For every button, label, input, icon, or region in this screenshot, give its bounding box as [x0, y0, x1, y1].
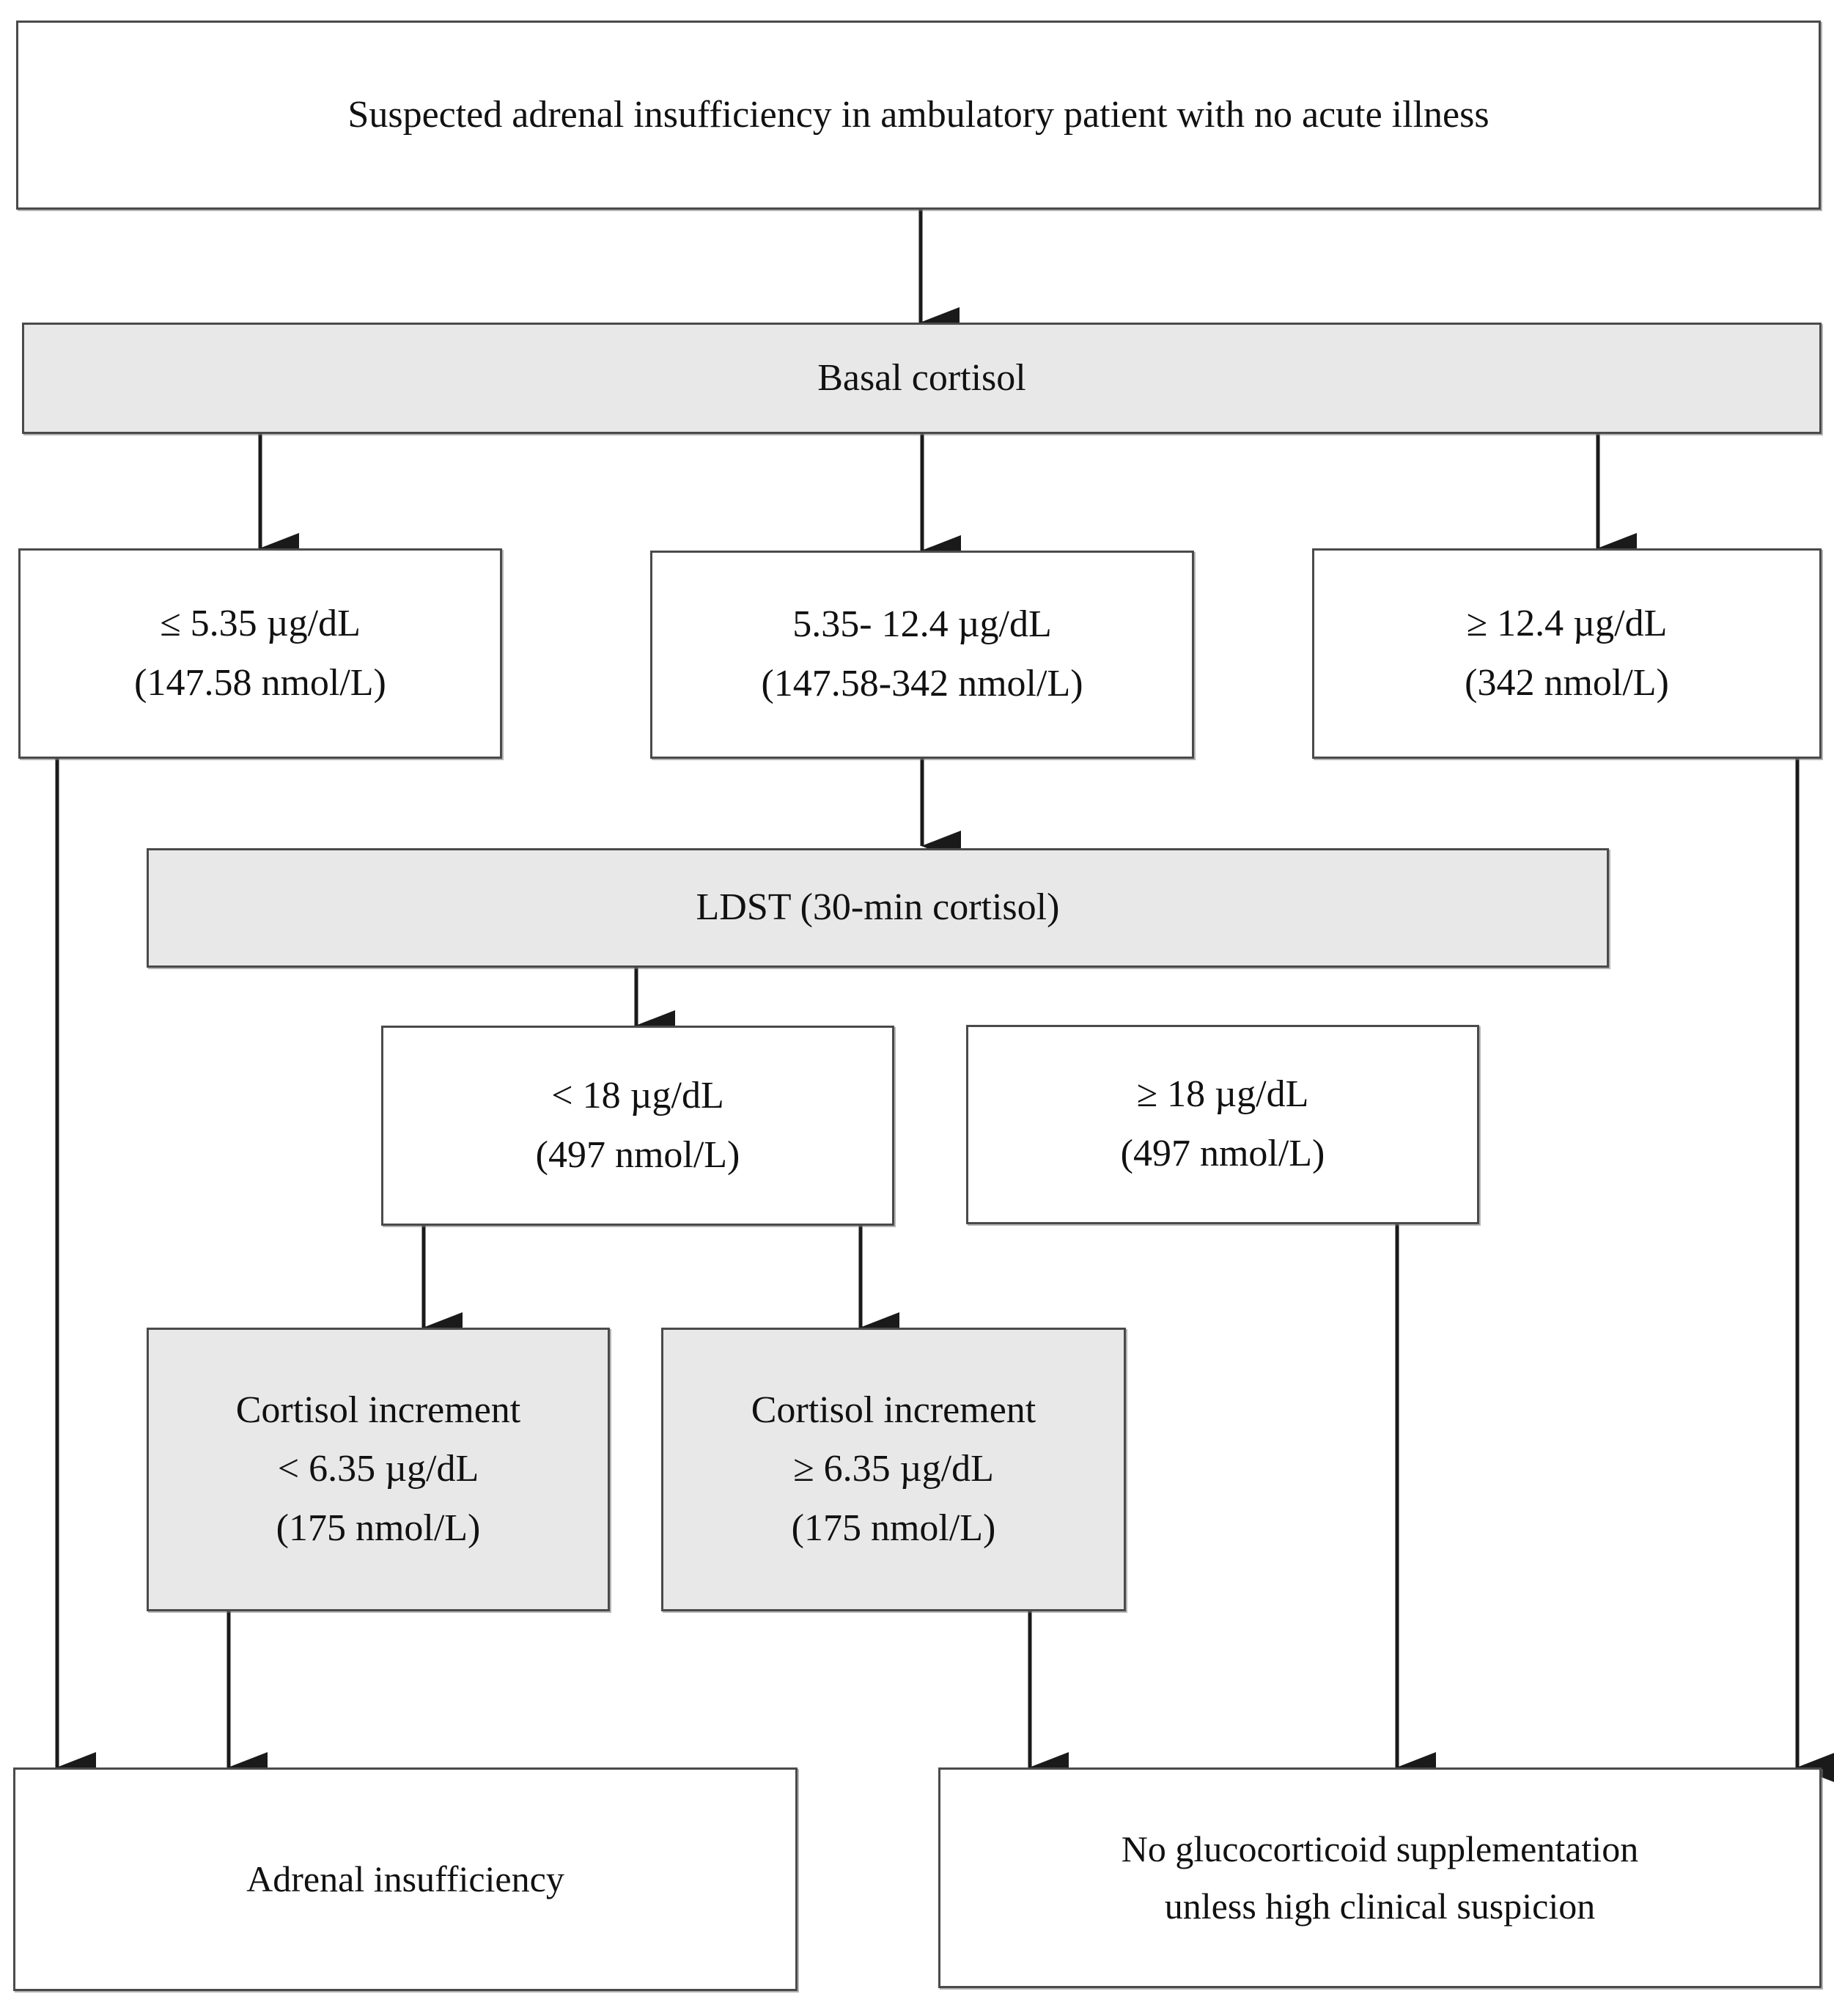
- node-increment-high-line1: Cortisol increment: [751, 1388, 1036, 1431]
- node-basal-cortisol-label: Basal cortisol: [817, 356, 1026, 399]
- node-increment-high: Cortisol increment ≥ 6.35 µg/dL (175 nmo…: [661, 1328, 1126, 1611]
- node-ldst-high: ≥ 18 µg/dL (497 nmol/L): [966, 1025, 1479, 1224]
- node-increment-low: Cortisol increment < 6.35 µg/dL (175 nmo…: [147, 1328, 610, 1611]
- node-basal-high-line1: ≥ 12.4 µg/dL: [1466, 602, 1668, 644]
- node-increment-high-line3: (175 nmol/L): [791, 1507, 996, 1549]
- node-ldst-high-line1: ≥ 18 µg/dL: [1136, 1073, 1309, 1116]
- node-suspected-label: Suspected adrenal insufficiency in ambul…: [347, 93, 1489, 136]
- node-increment-low-line2: < 6.35 µg/dL: [277, 1448, 479, 1490]
- node-outcome-no-gc-line1: No glucocorticoid supplementation: [1121, 1828, 1639, 1869]
- node-basal-cortisol: Basal cortisol: [22, 323, 1822, 434]
- node-basal-mid-line2: (147.58-342 nmol/L): [761, 663, 1083, 705]
- node-basal-low-line2: (147.58 nmol/L): [134, 661, 386, 704]
- node-outcome-adrenal-insufficiency: Adrenal insufficiency: [13, 1767, 798, 1991]
- node-ldst-label: LDST (30-min cortisol): [696, 886, 1060, 929]
- node-increment-high-line2: ≥ 6.35 µg/dL: [793, 1448, 994, 1490]
- node-basal-high: ≥ 12.4 µg/dL (342 nmol/L): [1312, 548, 1822, 759]
- node-basal-low-line1: ≤ 5.35 µg/dL: [160, 602, 361, 644]
- node-ldst-low: < 18 µg/dL (497 nmol/L): [381, 1026, 894, 1226]
- node-ldst: LDST (30-min cortisol): [147, 848, 1609, 968]
- node-basal-mid-line1: 5.35- 12.4 µg/dL: [792, 603, 1052, 646]
- node-basal-low: ≤ 5.35 µg/dL (147.58 nmol/L): [18, 548, 502, 759]
- node-increment-low-line3: (175 nmol/L): [276, 1507, 481, 1549]
- node-ldst-high-line2: (497 nmol/L): [1120, 1133, 1325, 1174]
- node-ldst-low-line2: (497 nmol/L): [535, 1133, 740, 1176]
- node-outcome-no-gc-line2: unless high clinical suspicion: [1164, 1885, 1596, 1927]
- node-increment-low-line1: Cortisol increment: [235, 1388, 521, 1431]
- node-outcome-no-glucocorticoid: No glucocorticoid supplementation unless…: [938, 1767, 1822, 1988]
- node-outcome-ai-label: Adrenal insufficiency: [246, 1858, 564, 1899]
- node-ldst-low-line1: < 18 µg/dL: [551, 1074, 724, 1116]
- node-basal-high-line2: (342 nmol/L): [1465, 661, 1669, 704]
- node-suspected-adrenal-insufficiency: Suspected adrenal insufficiency in ambul…: [16, 21, 1821, 210]
- node-basal-mid: 5.35- 12.4 µg/dL (147.58-342 nmol/L): [650, 551, 1194, 759]
